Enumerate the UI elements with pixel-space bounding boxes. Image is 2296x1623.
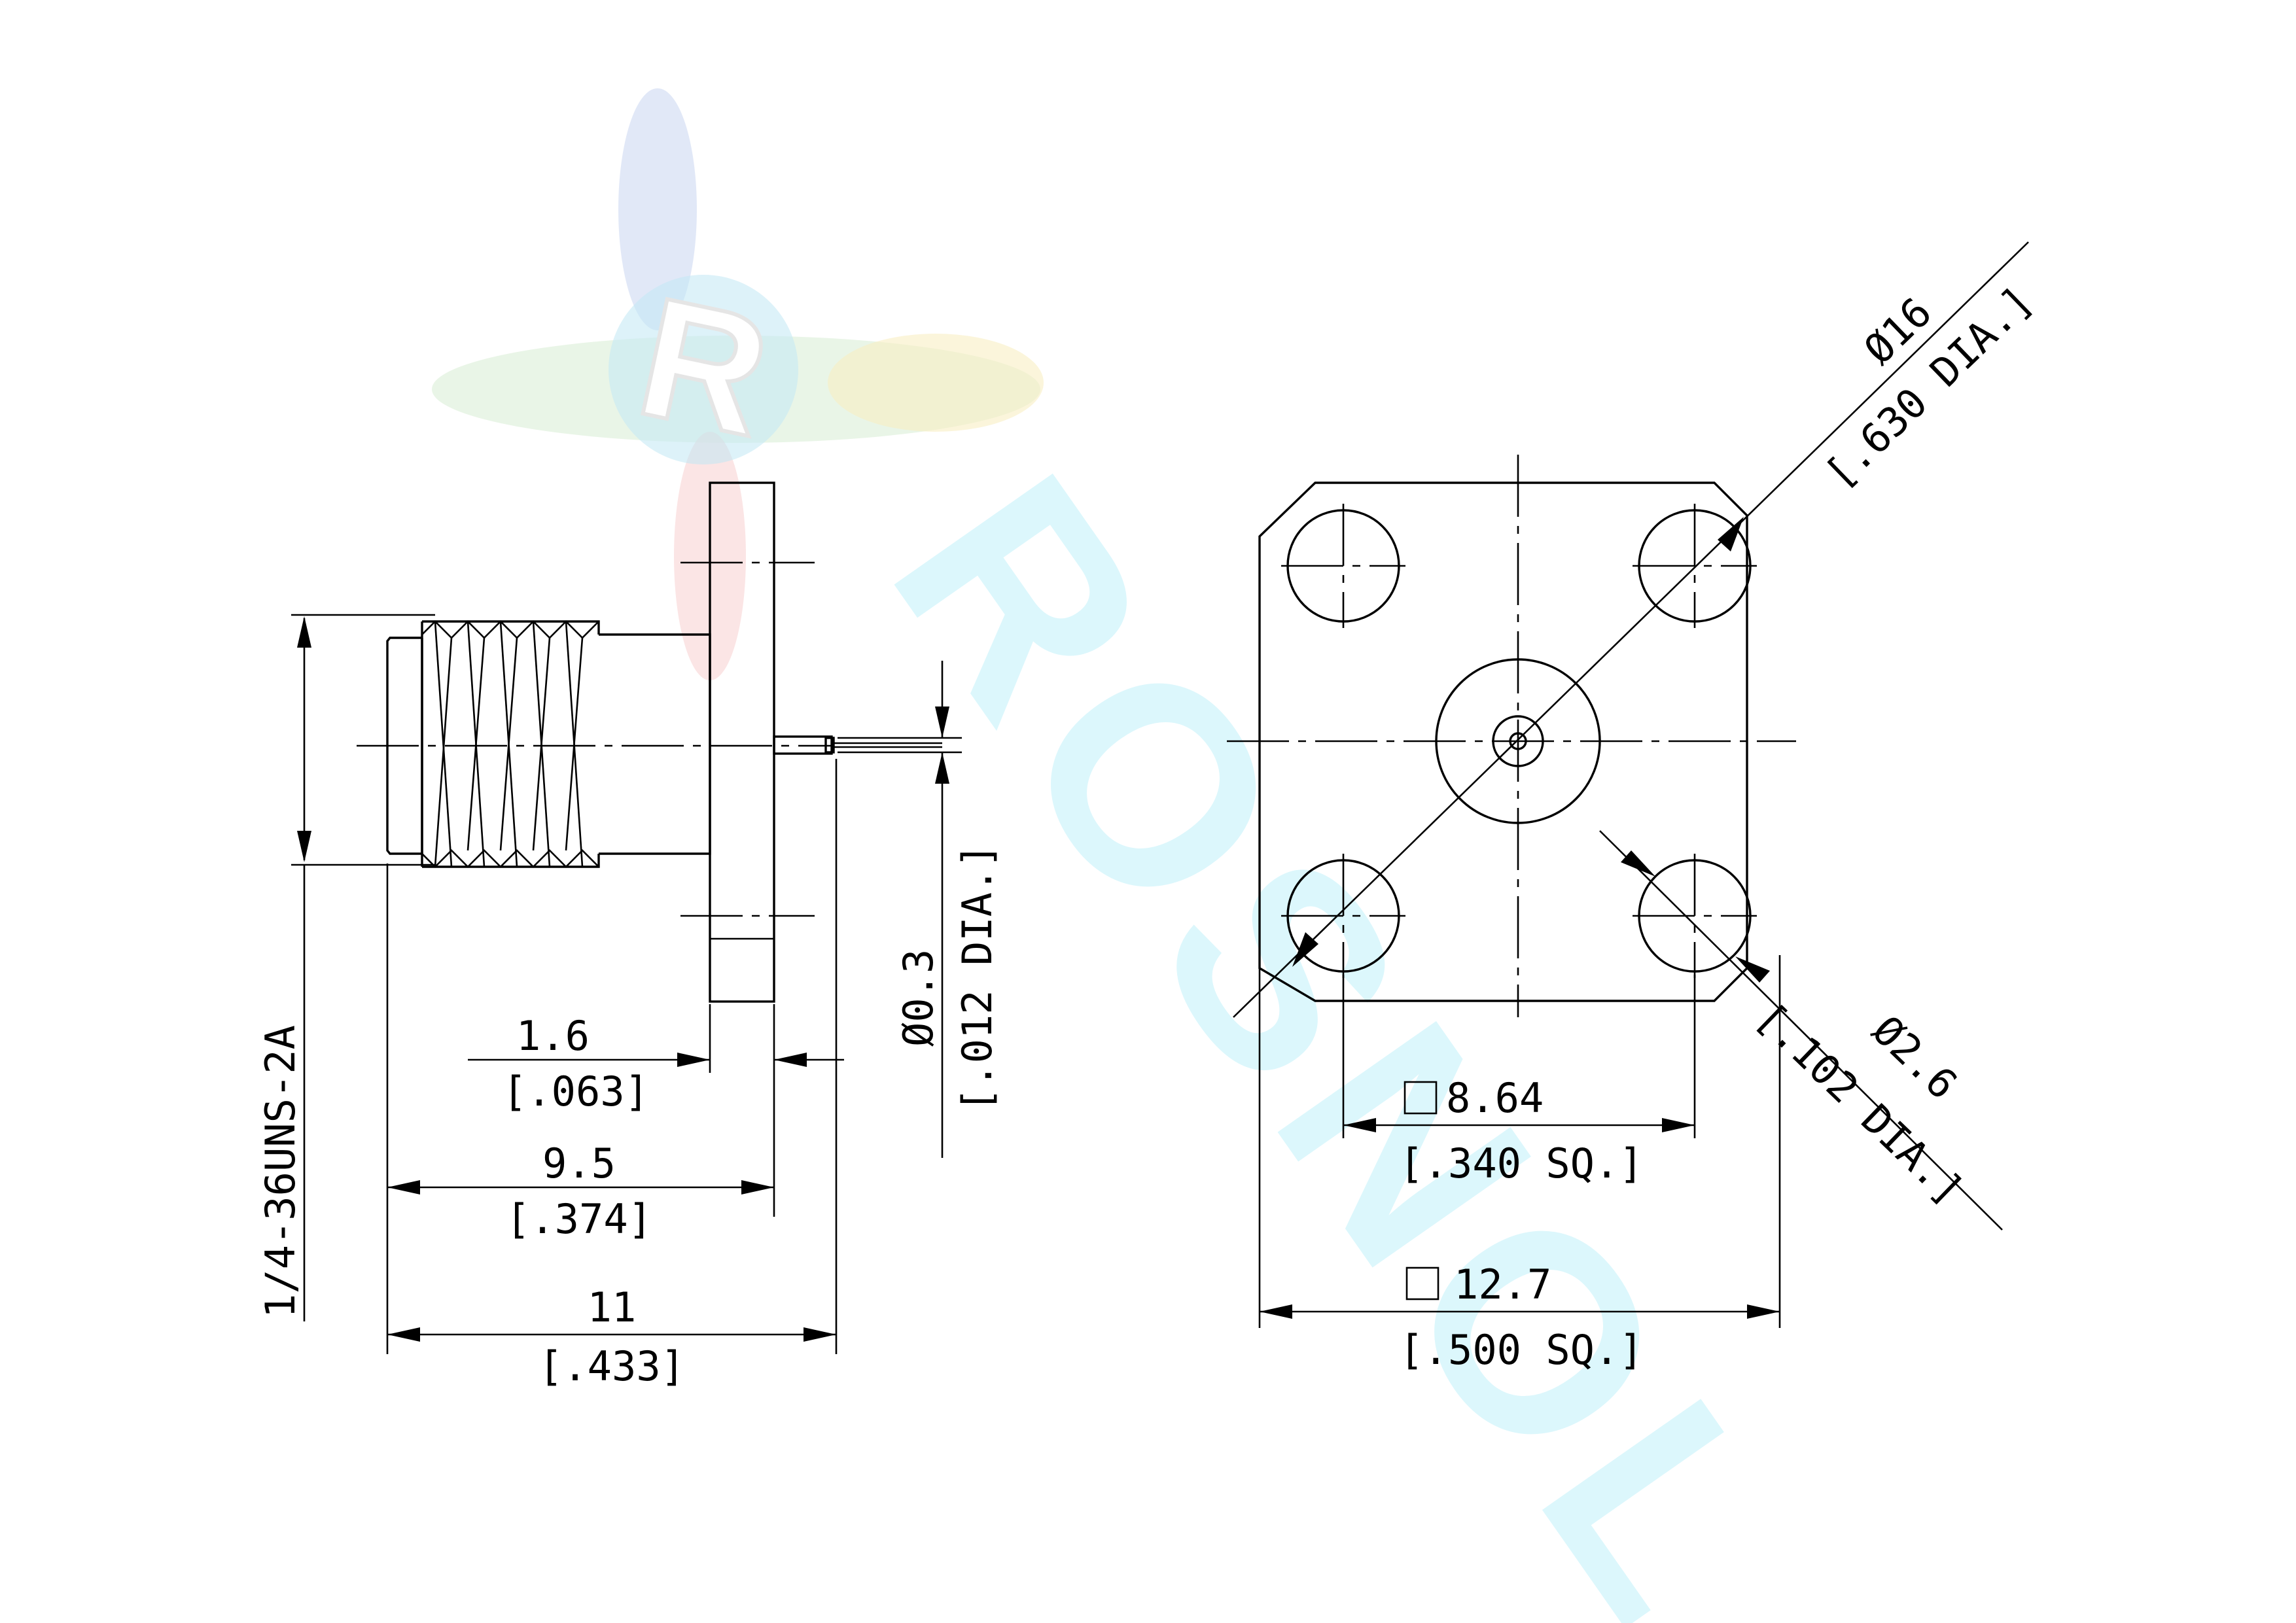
side-view: 1/4-36UNS-2A 1.6 [.063] 9.5 [.374] 11 [.… xyxy=(256,481,1001,1390)
body-length-metric: 9.5 xyxy=(542,1140,616,1187)
flange-size-imperial: [.500 SQ.] xyxy=(1399,1326,1643,1374)
threaded-body xyxy=(386,620,711,868)
flange-thickness-imperial: [.063] xyxy=(503,1068,649,1115)
front-flange xyxy=(1258,481,1748,1002)
hole-spacing-metric: 8.64 xyxy=(1446,1074,1544,1122)
hole-spacing-imperial: [.340 SQ.] xyxy=(1399,1140,1643,1187)
body-length-imperial: [.374] xyxy=(506,1195,652,1243)
overall-length-metric: 11 xyxy=(588,1283,637,1331)
square-symbol-icon xyxy=(1405,1266,1439,1300)
pin-diameter-imperial: [.012 DIA.] xyxy=(953,843,1001,1112)
flange-size-metric: 12.7 xyxy=(1454,1261,1551,1308)
bolt-circle-imperial: [.630 DIA.] xyxy=(1816,277,2042,498)
pin-diameter-metric: Ø0.3 xyxy=(894,949,942,1047)
overall-length-imperial: [.433] xyxy=(539,1342,685,1390)
flange-thickness-metric: 1.6 xyxy=(516,1012,590,1060)
thread-spec-label: 1/4-36UNS-2A xyxy=(256,1025,304,1318)
square-symbol-icon xyxy=(1404,1081,1438,1115)
hole-diameter-imperial: [.102 DIA.] xyxy=(1747,993,1973,1214)
